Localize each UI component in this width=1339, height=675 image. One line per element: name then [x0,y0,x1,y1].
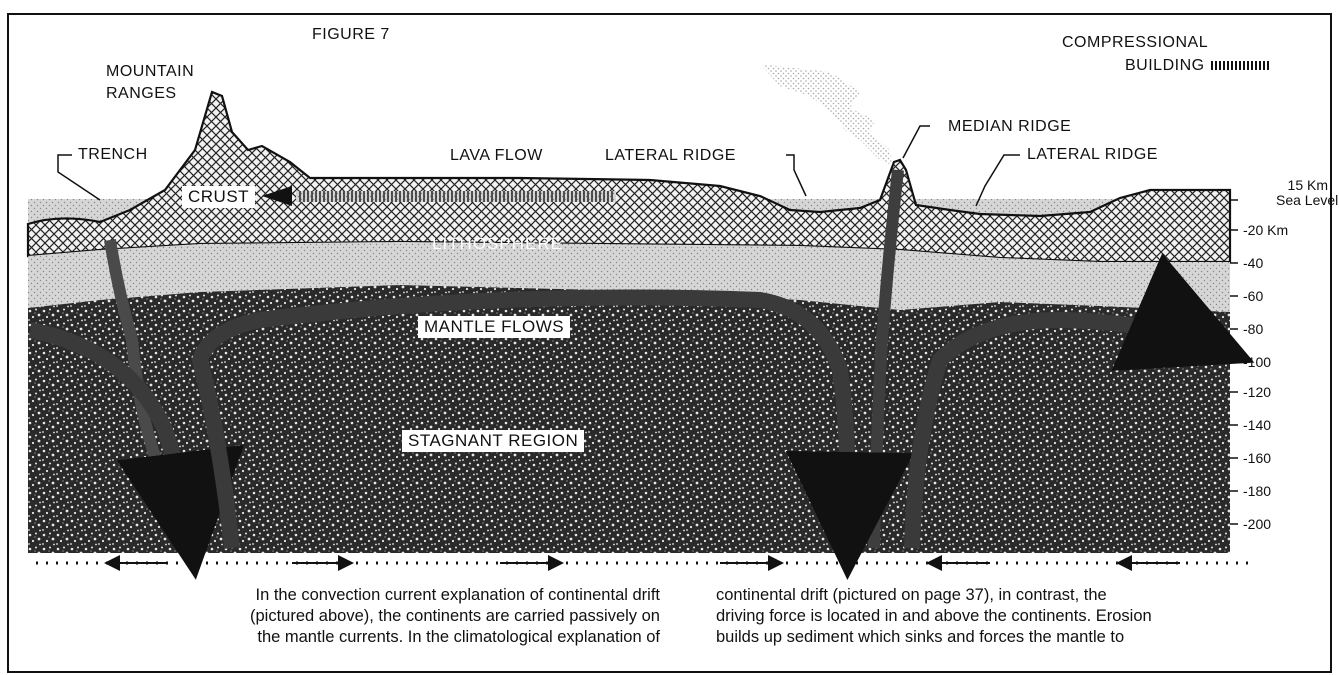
caption-left: In the convection current explanation of… [0,585,660,648]
depth-label-top: 15 Km [1268,177,1328,193]
lateral-ridge-left-leader [786,155,806,196]
depth-tick-label: -100 [1243,354,1303,370]
depth-tick-label: -60 [1243,288,1303,304]
legend-line-2-text: BUILDING [1125,57,1205,74]
steam-plume [760,64,892,165]
depth-tick-label: -40 [1243,255,1303,271]
compressional-legend-swatch [1211,61,1271,70]
legend-line-1: COMPRESSIONAL [1062,34,1208,52]
label-lateral-ridge-left: LATERAL RIDGE [605,147,736,165]
caption-left-line: (pictured above), the continents are car… [0,606,660,627]
caption-left-line: the mantle currents. In the climatologic… [0,627,660,648]
label-mountain-ranges-2: RANGES [106,85,177,103]
label-trench: TRENCH [78,146,148,164]
label-median-ridge: MEDIAN RIDGE [948,118,1071,136]
depth-tick-label: -140 [1243,417,1303,433]
label-lithosphere: LITHOSPHERE [432,234,563,254]
depth-tick-marks [1230,200,1238,524]
label-mantle-flows: MANTLE FLOWS [418,316,570,338]
caption-right-line: driving force is located in and above th… [716,606,1328,627]
caption-right-line: continental drift (pictured on page 37),… [716,585,1328,606]
depth-tick-label: -160 [1243,450,1303,466]
label-mountain-ranges-1: MOUNTAIN [106,63,194,81]
caption-right-line: builds up sediment which sinks and force… [716,627,1328,648]
depth-tick-label: -180 [1243,483,1303,499]
depth-tick-label: -200 [1243,516,1303,532]
label-crust: CRUST [182,186,255,208]
label-stagnant-region: STAGNANT REGION [402,430,584,452]
legend-line-2: BUILDING [1125,57,1271,75]
figure-title: FIGURE 7 [312,26,390,44]
caption-right: continental drift (pictured on page 37),… [716,585,1328,648]
depth-tick-label: -80 [1243,321,1303,337]
caption-left-line: In the convection current explanation of… [0,585,660,606]
label-lava-flow: LAVA FLOW [450,147,543,165]
depth-tick-label: -20 Km [1243,222,1303,238]
median-ridge-leader [903,126,930,158]
depth-tick-label: -120 [1243,384,1303,400]
lateral-ridge-right-leader [976,155,1020,206]
depth-label-sea-level: Sea Level [1276,192,1336,208]
label-lateral-ridge-right: LATERAL RIDGE [1027,146,1158,164]
